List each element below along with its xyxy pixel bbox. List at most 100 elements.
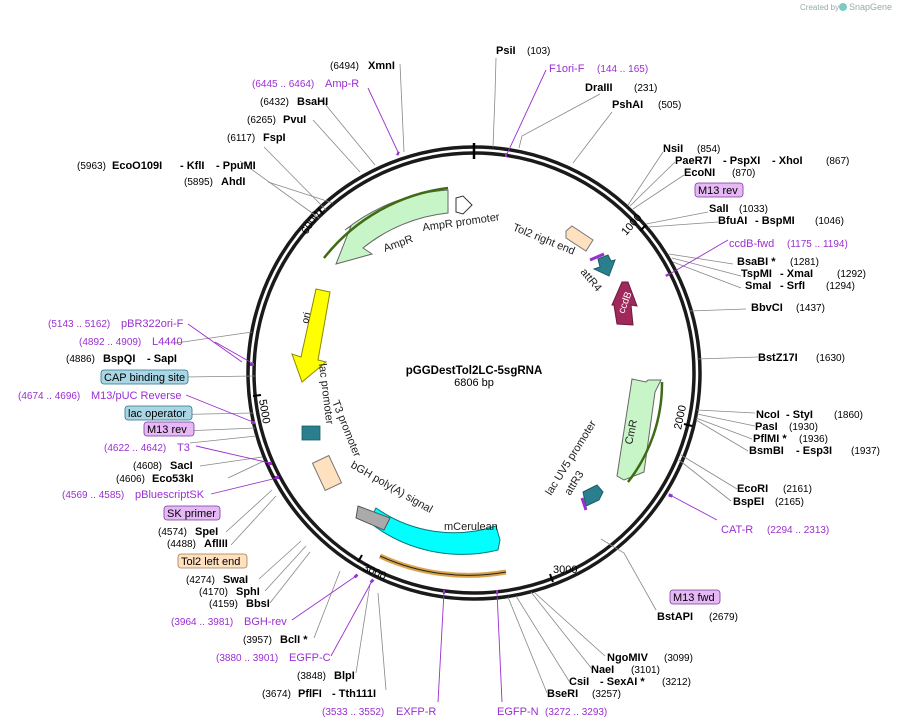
primer-pbr322[interactable]: pBR322ori-F [121,318,184,330]
enzyme-draiii[interactable]: DraIII [585,82,613,94]
ori-feature-arrow[interactable] [291,288,331,383]
enzyme-ppumi[interactable]: - PpuMI [216,160,256,172]
attr3-feature-arrow[interactable] [582,484,604,507]
cmr-strand-line [627,381,664,483]
enzyme-kfli[interactable]: - KflI [180,160,204,172]
attr3-primer-mark [580,497,588,511]
tol2-left-end-feature[interactable] [311,454,343,492]
enzyme-blpi[interactable]: BlpI [334,670,355,682]
enzyme-psii[interactable]: PsiI [496,45,516,57]
primer-ampr[interactable]: Amp-R [325,78,359,90]
enzyme-pflmi[interactable]: PflMI * [753,433,787,445]
enzyme-sapi[interactable]: - SapI [147,353,177,365]
badge-m13rev-left[interactable] [143,421,195,437]
primer-catr[interactable]: CAT-R [721,524,753,536]
enzyme-paer7i[interactable]: PaeR7I [675,155,712,167]
enzyme-csii[interactable]: CsiI [569,676,589,688]
ampr-promoter-arrow[interactable] [455,195,473,215]
primer-m13puc-pos: (4674 .. 4696) [18,391,80,402]
enzyme-bspmi[interactable]: - BspMI [755,215,795,227]
badge-lac-operator[interactable] [124,405,193,421]
enzyme-sexai[interactable]: - SexAI * [600,676,645,688]
enzyme-bspqi[interactable]: BspQI [103,353,135,365]
enzyme-bstapi[interactable]: BstAPI [657,611,693,623]
primer-leader-lines [185,69,729,703]
enzyme-bsabi[interactable]: BsaBI * [737,256,776,268]
bottom-orange-strand [378,553,507,578]
enzyme-naei[interactable]: NaeI [591,664,614,676]
enzyme-nsii[interactable]: NsiI [663,143,683,155]
enzyme-bfuai[interactable]: BfuAI [718,215,747,227]
primer-l4440[interactable]: L4440 [152,336,183,348]
tick-label: 1000 [619,212,644,238]
enzyme-bbsi[interactable]: BbsI [246,598,270,610]
enzyme-tth111i[interactable]: - Tth111I [332,688,376,700]
badge-cap-binding-site[interactable] [100,369,189,385]
enzyme-bsahi[interactable]: BsaHI [297,96,328,108]
enzyme-ecori[interactable]: EcoRI [737,483,768,495]
enzyme-sphi[interactable]: SphI [236,586,260,598]
enzyme-swai[interactable]: SwaI [223,574,248,586]
tick-mark [683,423,693,427]
enzyme-saci[interactable]: SacI [170,460,193,472]
mcerulean-feature-arrow[interactable] [368,507,501,555]
enzyme-leader-lines [156,57,759,694]
enzyme-bseri[interactable]: BseRI [547,688,578,700]
cmr-feature-arrow[interactable] [616,378,662,481]
enzyme-ncoi[interactable]: NcoI [756,409,780,421]
ccdb-feature-arrow[interactable] [611,281,638,326]
primer-t3[interactable]: T3 [177,442,190,454]
primer-egfpn[interactable]: EGFP-N [497,706,539,718]
enzyme-styi[interactable]: - StyI [786,409,813,421]
enzyme-tspmi[interactable]: TspMI [741,268,772,280]
enzyme-swai-pos: (4274) [186,575,215,586]
primer-egfpr[interactable]: EXFP-R [396,706,436,718]
badge-m13fwd[interactable] [669,589,721,605]
bgh-polya-feature[interactable] [355,505,391,531]
enzyme-spei[interactable]: SpeI [195,526,218,538]
primer-m13puc[interactable]: M13/pUC Reverse [91,390,181,402]
enzyme-bstz17i[interactable]: BstZ17I [758,352,798,364]
enzyme-ngomiv[interactable]: NgoMIV [607,652,649,664]
attr4-feature-arrow[interactable] [592,254,616,277]
enzyme-pshai[interactable]: PshAI [612,99,643,111]
enzyme-smai[interactable]: SmaI [745,280,771,292]
enzyme-pflmi-pos: (1936) [799,434,828,445]
primer-mark [665,273,670,277]
enzyme-ahdi[interactable]: AhdI [221,176,245,188]
enzyme-bsahi-pos: (6432) [260,97,289,108]
enzyme-fspi[interactable]: FspI [263,132,286,144]
tick-label: 2000 [672,404,689,430]
primer-bghrev[interactable]: BGH-rev [244,616,287,628]
enzyme-bspei[interactable]: BspEI [733,496,764,508]
enzyme-xmai[interactable]: - XmaI [780,268,813,280]
primer-ccdb[interactable]: ccdB-fwd [729,238,774,250]
enzyme-sphi-pos: (4170) [199,587,228,598]
enzyme-esp3i[interactable]: - Esp3I [796,445,832,457]
enzyme-pvui[interactable]: PvuI [283,114,306,126]
badge-m13rev-top[interactable] [694,182,744,198]
enzyme-srfi[interactable]: - SrfI [780,280,805,292]
enzyme-bcli[interactable]: BclI * [280,634,308,646]
enzyme-ecoo109i-pos: (5963) [77,161,106,172]
enzyme-xhoi[interactable]: - XhoI [772,155,803,167]
tol2-right-end-feature[interactable] [565,225,594,252]
enzyme-econi[interactable]: EcoNI [684,167,715,179]
enzyme-pflfi[interactable]: PflFI [298,688,322,700]
enzyme-labels: PsiI (103) DraIII (231) PshAI (505) NsiI… [496,45,880,700]
primer-f1ori[interactable]: F1ori-F [549,63,585,75]
enzyme-bsmbi[interactable]: BsmBI [749,445,784,457]
enzyme-pspxi[interactable]: - PspXI [723,155,760,167]
enzyme-sali[interactable]: SalI [709,203,729,215]
enzyme-eco53ki[interactable]: Eco53kI [152,473,194,485]
enzyme-bbvci[interactable]: BbvCI [751,302,783,314]
badge-tol2-left-end[interactable] [177,553,248,569]
lac-operator-feature[interactable] [301,425,321,441]
enzyme-aflii[interactable]: AflIII [204,538,228,550]
enzyme-xmni[interactable]: XmnI [368,60,395,72]
enzyme-ecoo109i[interactable]: EcoO109I [112,160,162,172]
primer-pbluescript[interactable]: pBluescriptSK [135,489,205,501]
primer-egfpc[interactable]: EGFP-C [289,652,331,664]
badge-sk-primer[interactable] [163,505,221,521]
enzyme-pasi[interactable]: PasI [755,421,778,433]
